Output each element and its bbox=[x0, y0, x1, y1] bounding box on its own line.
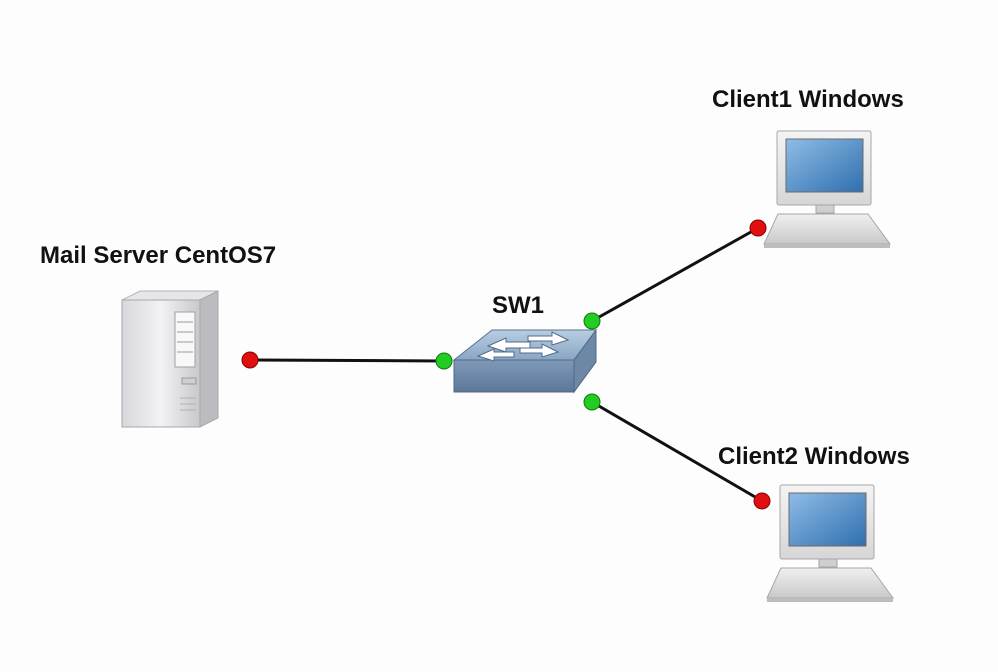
client1-label: Client1 Windows bbox=[712, 86, 904, 113]
port-status-sw1-southeast bbox=[583, 393, 601, 411]
port-status-sw1-northeast bbox=[583, 312, 601, 330]
mail-server-label: Mail Server CentOS7 bbox=[40, 242, 276, 269]
switch-icon[interactable] bbox=[452, 328, 597, 394]
switch-label: SW1 bbox=[492, 292, 544, 319]
client2-computer-icon[interactable] bbox=[766, 484, 894, 602]
port-status-mailserver bbox=[241, 351, 259, 369]
links bbox=[249, 226, 763, 503]
client1-computer-icon[interactable] bbox=[763, 130, 891, 248]
link-sw1-client2[interactable] bbox=[591, 400, 763, 503]
mail-server-icon[interactable] bbox=[121, 290, 219, 428]
port-status-client1 bbox=[749, 219, 767, 237]
link-mailserver-sw1[interactable] bbox=[249, 358, 445, 363]
port-indicators bbox=[241, 219, 771, 510]
port-status-sw1-west bbox=[435, 352, 453, 370]
port-status-client2 bbox=[753, 492, 771, 510]
link-sw1-client1[interactable] bbox=[591, 226, 759, 323]
client2-label: Client2 Windows bbox=[718, 443, 910, 470]
